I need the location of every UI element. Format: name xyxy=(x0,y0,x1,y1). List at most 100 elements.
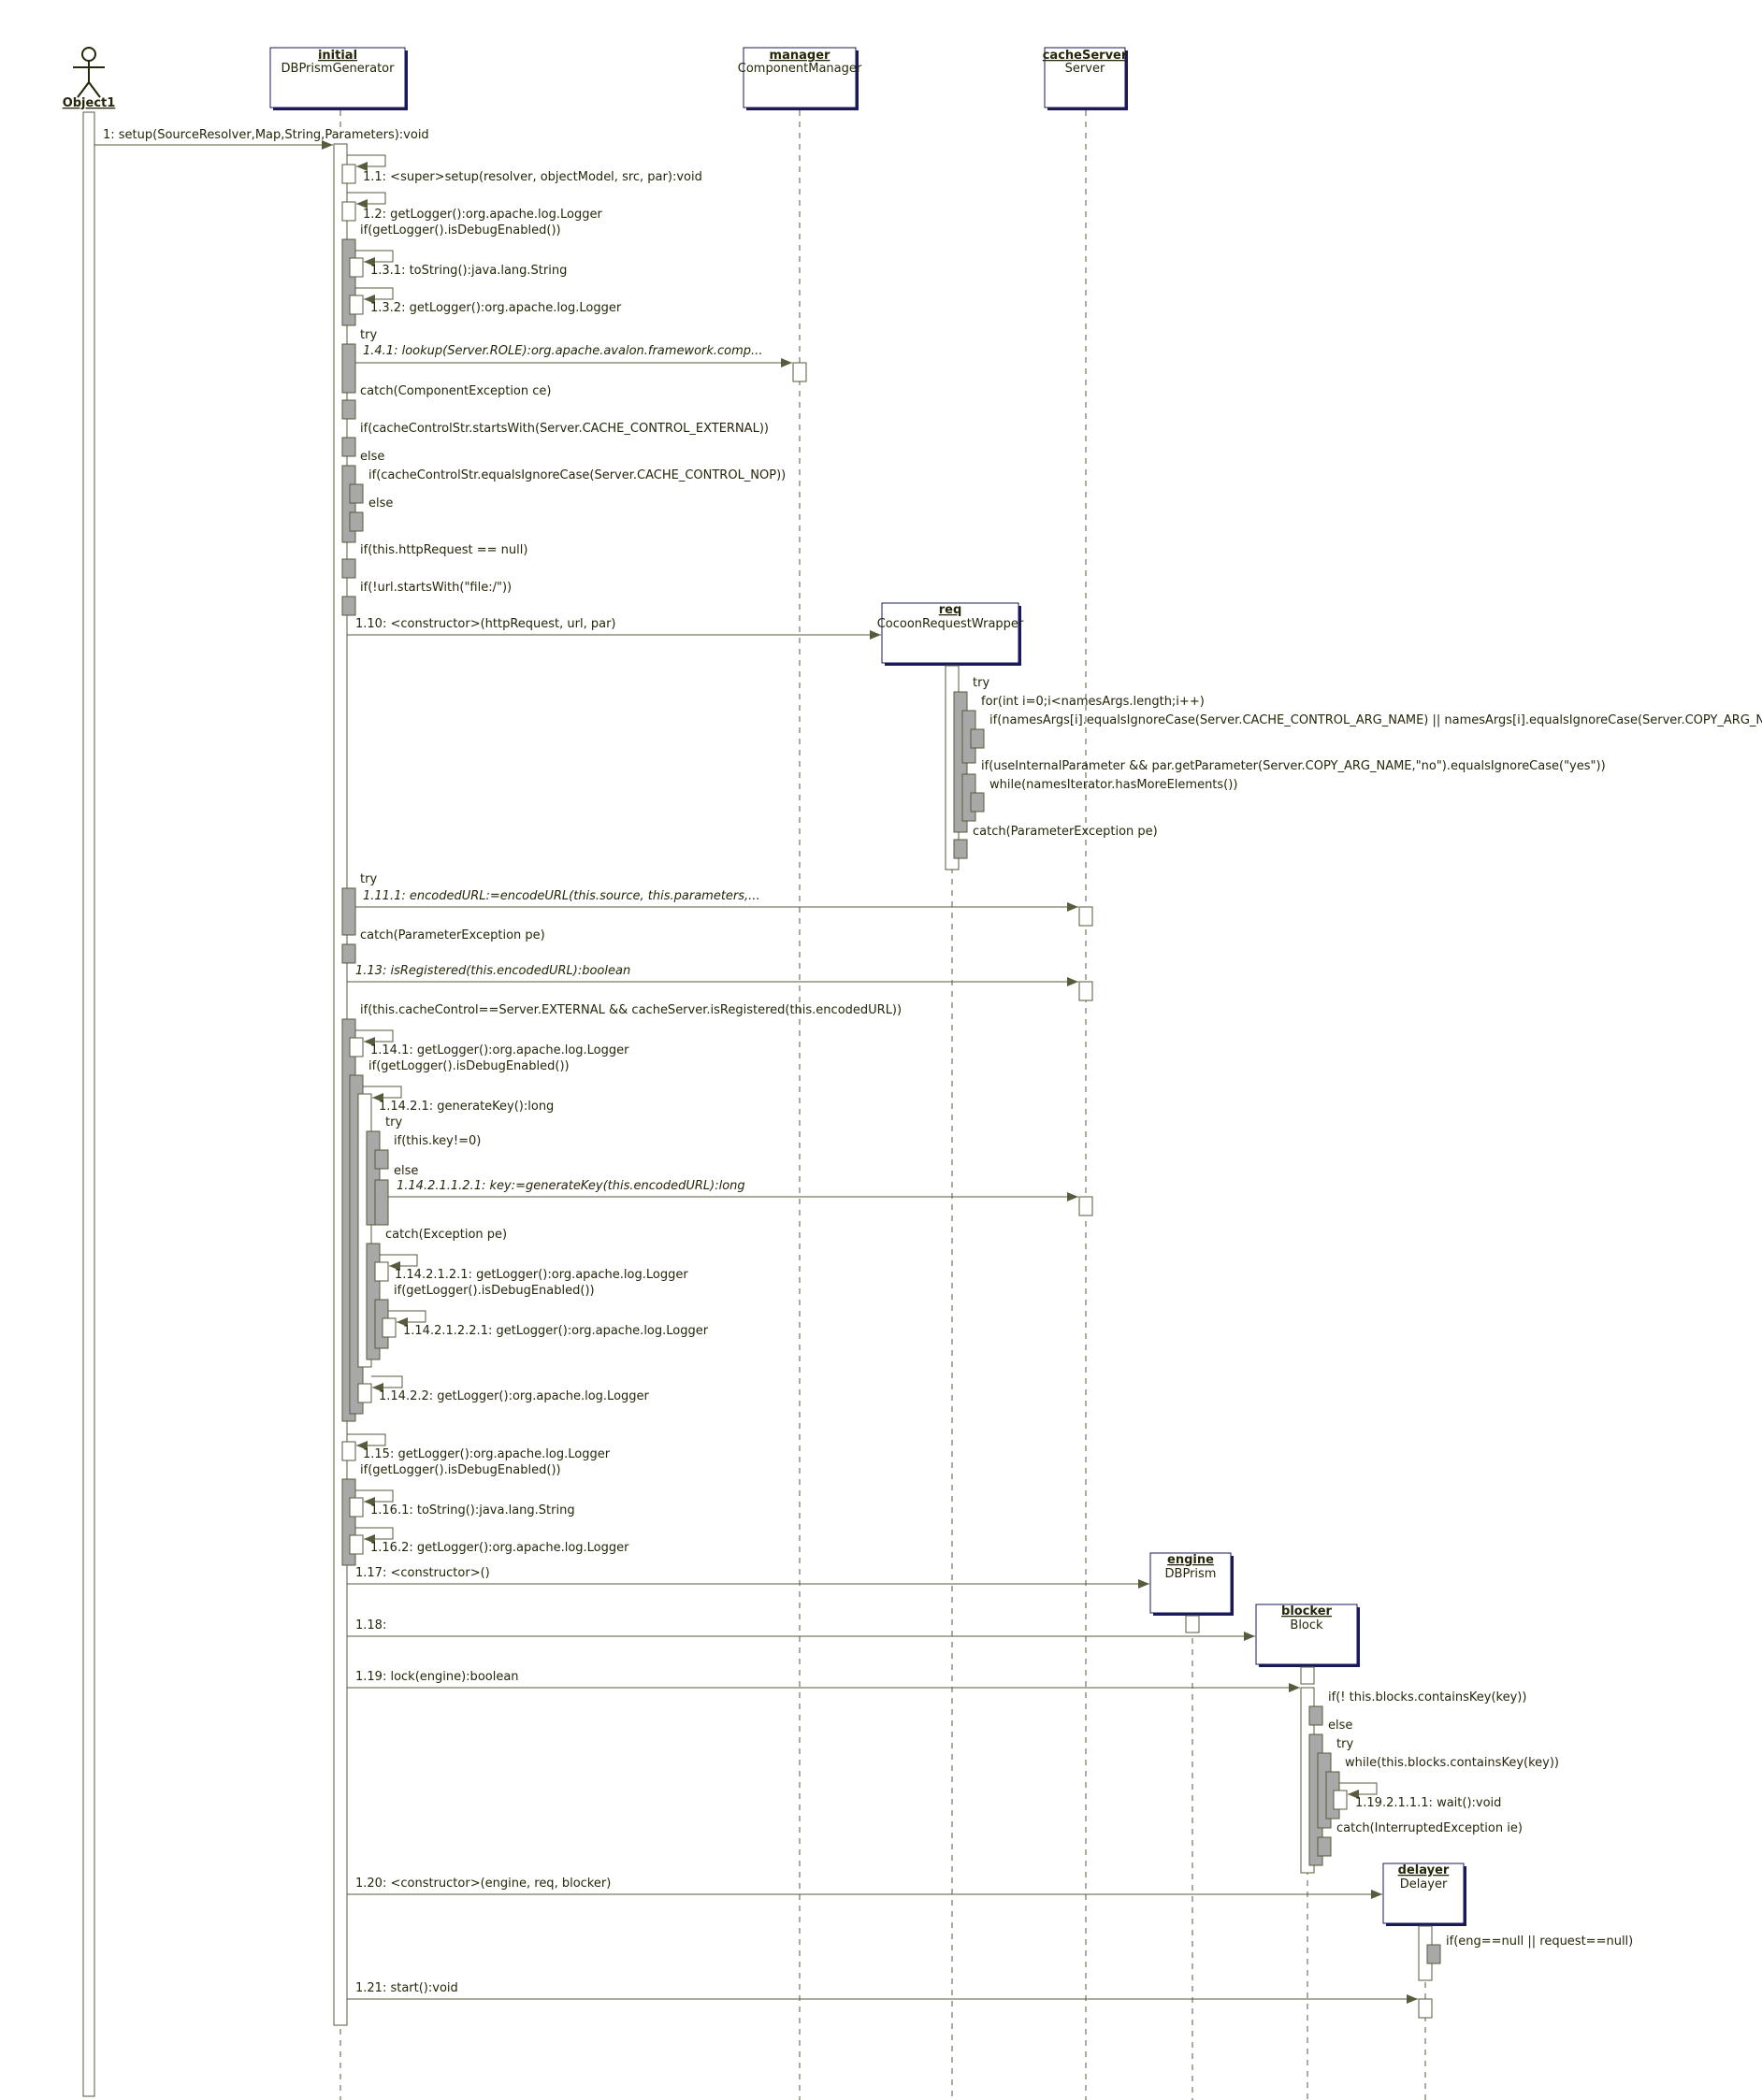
message-label: 1.13: isRegistered(this.encodedURL):bool… xyxy=(355,964,630,978)
activation-bar xyxy=(1300,1666,1315,1685)
condition-label: if(cacheControlStr.equalsIgnoreCase(Serv… xyxy=(368,468,786,482)
self-message-arrow xyxy=(355,1029,394,1046)
message-label: 1.19.2.1.1.1: wait():void xyxy=(1355,1796,1501,1810)
condition-label: if(useInternalParameter && par.getParame… xyxy=(981,759,1606,773)
message-label: 1.14.2.2: getLogger():org.apache.log.Log… xyxy=(379,1389,650,1403)
condition-label: catch(InterruptedException ie) xyxy=(1336,1821,1523,1835)
self-message-arrow xyxy=(371,1375,403,1392)
condition-label: if(!url.startsWith("file:/")) xyxy=(360,581,512,595)
self-message-arrow xyxy=(363,1086,402,1102)
condition-label: if(getLogger().isDebugEnabled()) xyxy=(368,1059,570,1073)
condition-label: if(getLogger().isDebugEnabled()) xyxy=(360,1463,561,1477)
message-label: 1.14.2.1.2.1: getLogger():org.apache.log… xyxy=(395,1268,688,1282)
activation-bar xyxy=(341,164,356,184)
lifeline-name: blocker xyxy=(1281,1604,1333,1618)
condition-label: try xyxy=(385,1115,402,1129)
header-box xyxy=(269,47,406,108)
self-message-arrow xyxy=(355,1489,394,1506)
activation-bar xyxy=(1078,981,1093,1001)
lifeline-type: Delayer xyxy=(1400,1877,1448,1891)
condition-block xyxy=(349,511,364,532)
condition-label: if(this.cacheControl==Server.EXTERNAL &&… xyxy=(360,1003,902,1017)
self-message-arrow xyxy=(1339,1782,1378,1799)
condition-block xyxy=(374,1149,389,1170)
activation-bar xyxy=(1078,906,1093,927)
activation-bar xyxy=(341,1441,356,1461)
activation-bar xyxy=(349,295,364,315)
condition-label: if(namesArgs[i].equalsIgnoreCase(Server.… xyxy=(989,713,1762,727)
message-label: 1.1: <super>setup(resolver, objectModel,… xyxy=(363,170,702,184)
message-label: 1.3.2: getLogger():org.apache.log.Logger xyxy=(370,301,622,315)
condition-label: try xyxy=(1336,1737,1353,1751)
condition-block xyxy=(341,596,356,616)
message-labels: 1: setup(SourceResolver,Map,String,Param… xyxy=(103,128,1501,1995)
message-label: 1.2: getLogger():org.apache.log.Logger xyxy=(363,208,602,222)
condition-label: else xyxy=(1328,1719,1352,1733)
condition-labels: if(getLogger().isDebugEnabled()) try cat… xyxy=(360,223,1762,1949)
self-message-arrow xyxy=(347,192,386,209)
activation-bar xyxy=(82,111,95,2097)
actor-label: Object1 xyxy=(63,96,116,110)
condition-label: try xyxy=(360,328,377,342)
condition-block xyxy=(970,728,985,749)
activation-bar xyxy=(792,362,807,382)
self-message-arrow xyxy=(388,1310,426,1327)
message-label: 1.20: <constructor>(engine, req, blocker… xyxy=(355,1877,611,1891)
lifeline-name: req xyxy=(939,603,962,617)
lifeline-initial: initial DBPrismGenerator xyxy=(269,47,408,2100)
condition-block xyxy=(970,792,985,813)
condition-block xyxy=(341,943,356,964)
condition-block xyxy=(341,887,356,936)
message-label: 1.14.2.1.1.2.1: key:=generateKey(this.en… xyxy=(397,1179,745,1193)
lifeline-type: DBPrism xyxy=(1165,1567,1217,1581)
lifeline-name: manager xyxy=(770,49,830,63)
activation-bar xyxy=(349,257,364,278)
lifeline-req: req CocoonRequestWrapper xyxy=(877,602,1024,2100)
condition-block xyxy=(1317,1836,1332,1857)
activation-bar xyxy=(357,1383,372,1403)
condition-label: if(getLogger().isDebugEnabled()) xyxy=(394,1284,595,1298)
lifeline-object1: Object1 xyxy=(63,47,116,2097)
condition-label: try xyxy=(973,676,989,690)
self-message-arrow xyxy=(355,1527,394,1544)
message-arrows xyxy=(94,140,1418,2004)
condition-label: if(cacheControlStr.startsWith(Server.CAC… xyxy=(360,422,769,436)
condition-label: if(eng==null || request==null) xyxy=(1446,1935,1633,1949)
message-label: 1.4.1: lookup(Server.ROLE):org.apache.av… xyxy=(363,344,762,358)
lifeline-manager: manager ComponentManager xyxy=(738,47,862,2100)
message-label: 1.19: lock(engine):boolean xyxy=(355,1670,519,1684)
condition-label: if(this.key!=0) xyxy=(394,1134,481,1148)
condition-block xyxy=(341,343,356,394)
activation-bar xyxy=(382,1317,397,1338)
condition-label: catch(Exception pe) xyxy=(385,1228,507,1242)
condition-label: while(namesIterator.hasMoreElements()) xyxy=(989,778,1237,792)
lifeline-delayer: delayer Delayer xyxy=(1382,1863,1466,2100)
activations xyxy=(333,143,1441,2026)
condition-label: else xyxy=(360,450,384,464)
message-label: 1.16.1: toString():java.lang.String xyxy=(370,1503,575,1517)
lifeline-name: initial xyxy=(318,49,357,63)
condition-label: if(this.httpRequest == null) xyxy=(360,543,527,557)
activation-bar xyxy=(1185,1615,1200,1633)
condition-label: catch(ParameterException pe) xyxy=(360,928,545,942)
activation-bar xyxy=(1333,1790,1348,1810)
message-label: 1.17: <constructor>() xyxy=(355,1566,490,1580)
lifeline-type: Server xyxy=(1065,62,1105,76)
condition-block xyxy=(953,839,968,859)
self-message-arrow xyxy=(380,1254,418,1271)
message-label: 1.15: getLogger():org.apache.log.Logger xyxy=(363,1447,611,1461)
condition-label: catch(ComponentException ce) xyxy=(360,384,551,398)
condition-label: else xyxy=(368,496,393,511)
activation-bar xyxy=(341,201,356,222)
header-box xyxy=(1255,1604,1358,1665)
activation-bar xyxy=(349,1534,364,1555)
lifeline-cacheServer: cacheServer Server xyxy=(1043,47,1128,2100)
condition-label: try xyxy=(360,872,377,886)
header-box xyxy=(1149,1552,1232,1614)
activation-bar xyxy=(1078,1196,1093,1216)
condition-label: catch(ParameterException pe) xyxy=(973,825,1158,839)
condition-block xyxy=(1308,1705,1323,1726)
message-label: 1.11.1: encodedURL:=encodeURL(this.sourc… xyxy=(363,889,760,903)
message-label: 1.18: xyxy=(355,1618,386,1633)
